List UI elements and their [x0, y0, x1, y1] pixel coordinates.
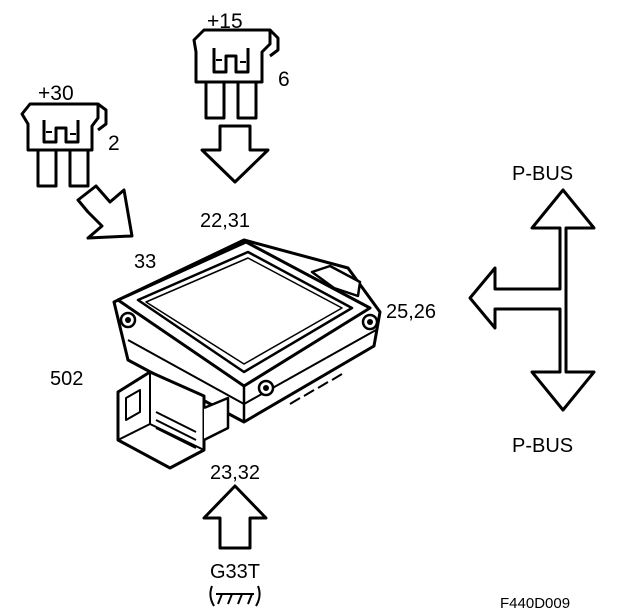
pin-label-left: 502: [50, 368, 83, 390]
figure-id: F440D009: [500, 595, 570, 612]
fuse-top-icon: [192, 28, 280, 120]
fuse-left-number: 2: [108, 132, 120, 155]
control-module-icon: [112, 238, 382, 470]
ground-label: G33T: [210, 561, 260, 583]
pin-label-left-top: 33: [134, 251, 156, 273]
ground-icon: [209, 585, 261, 607]
arrow-bus-icon: [468, 188, 596, 412]
fuse-left-icon: [20, 102, 108, 188]
pin-label-top: 22,31: [200, 210, 250, 232]
bus-label-top: P-BUS: [512, 163, 573, 185]
fuse-left-voltage: +30: [38, 82, 74, 105]
arrow-up-icon: [202, 484, 268, 550]
fuse-top-number: 6: [278, 68, 290, 91]
arrow-down-icon: [200, 124, 270, 184]
fuse-top-voltage: +15: [207, 10, 243, 33]
pin-label-right: 25,26: [386, 301, 436, 323]
pin-label-bottom: 23,32: [210, 462, 260, 484]
bus-label-bottom: P-BUS: [512, 435, 573, 457]
arrow-diagonal-icon: [76, 184, 134, 240]
